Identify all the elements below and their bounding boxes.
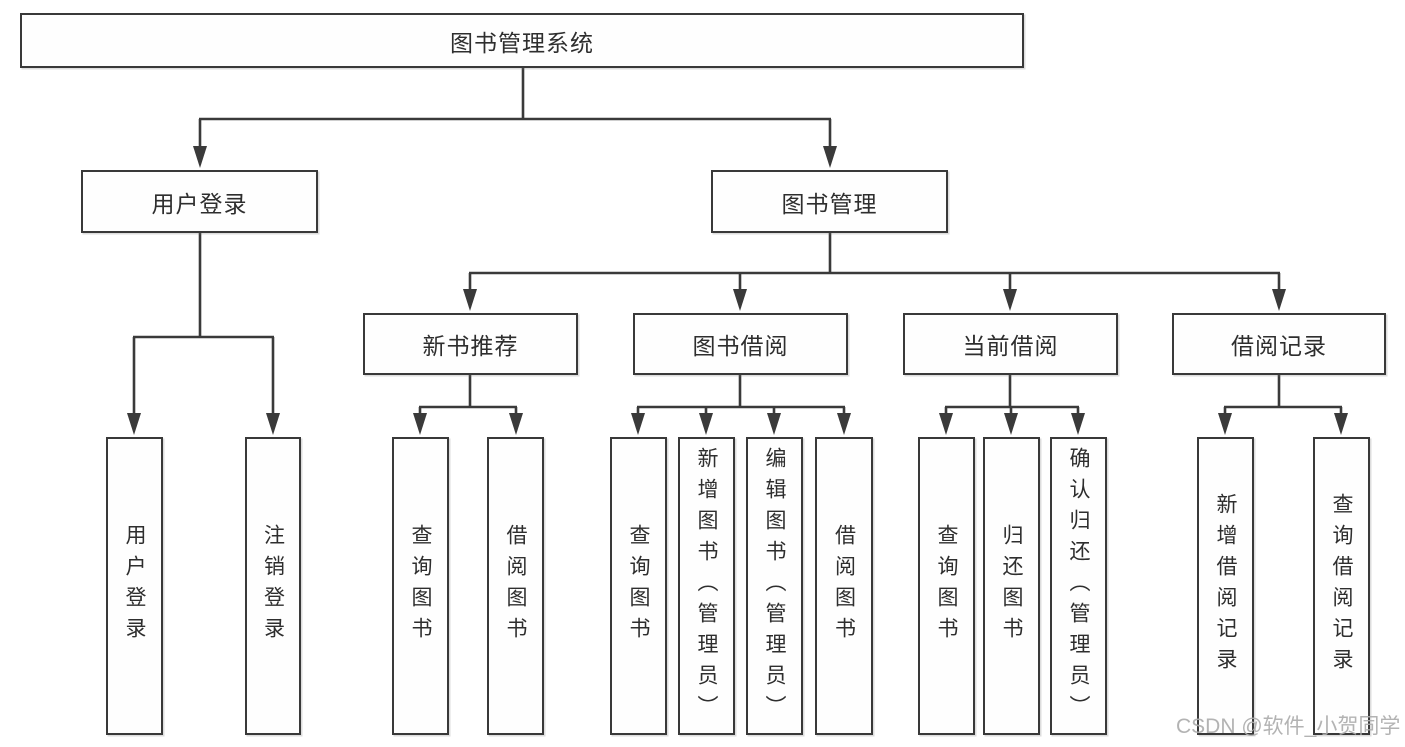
leaf-user-login: 用户登录 — [106, 437, 163, 735]
leaf-add-book-admin: 新增图书（管理员） — [678, 437, 735, 735]
connector-root-to-level2 — [193, 68, 837, 168]
connector-borrow-records-to-leaves — [1218, 375, 1348, 435]
node-new-book-recommend: 新书推荐 — [363, 313, 578, 375]
node-book-management-label: 图书管理 — [781, 190, 878, 217]
node-user-login: 用户登录 — [81, 170, 318, 233]
node-root: 图书管理系统 — [20, 13, 1024, 68]
leaf-add-book-admin-label: 新增图书（管理员） — [695, 446, 718, 726]
connector-user-login-to-leaves — [127, 233, 280, 435]
leaf-return-book-label: 归还图书 — [1000, 524, 1023, 648]
leaf-query-books-borrow: 查询图书 — [610, 437, 667, 735]
leaf-borrow-books-recommend: 借阅图书 — [487, 437, 544, 735]
leaf-query-books-recommend-label: 查询图书 — [409, 524, 432, 648]
node-borrow-records: 借阅记录 — [1172, 313, 1386, 375]
leaf-user-login-label: 用户登录 — [123, 524, 146, 648]
leaf-borrow-books-borrow: 借阅图书 — [815, 437, 873, 735]
leaf-borrow-books-recommend-label: 借阅图书 — [504, 524, 527, 648]
leaf-borrow-books-borrow-label: 借阅图书 — [832, 524, 856, 648]
leaf-query-books-recommend: 查询图书 — [392, 437, 449, 735]
connector-new-book-recommend-to-leaves — [413, 375, 523, 435]
node-new-book-recommend-label: 新书推荐 — [422, 333, 519, 359]
node-book-borrow-label: 图书借阅 — [692, 333, 789, 359]
leaf-logout-label: 注销登录 — [261, 524, 285, 648]
leaf-edit-book-admin-label: 编辑图书（管理员） — [763, 446, 786, 726]
leaf-logout: 注销登录 — [245, 437, 301, 735]
node-book-management: 图书管理 — [711, 170, 948, 233]
leaf-edit-book-admin: 编辑图书（管理员） — [746, 437, 803, 735]
node-borrow-records-label: 借阅记录 — [1231, 333, 1327, 359]
node-user-login-label: 用户登录 — [151, 190, 248, 217]
leaf-query-borrow-record-label: 查询借阅记录 — [1330, 493, 1353, 679]
csdn-watermark: CSDN @软件_小贺同学 — [1176, 715, 1401, 738]
connector-current-borrow-to-leaves — [939, 375, 1085, 435]
leaf-confirm-return-admin: 确认归还（管理员） — [1050, 437, 1107, 735]
node-current-borrow-label: 当前借阅 — [962, 333, 1059, 359]
leaf-add-borrow-record: 新增借阅记录 — [1197, 437, 1254, 735]
node-current-borrow: 当前借阅 — [903, 313, 1118, 375]
connector-book-borrow-to-leaves — [631, 375, 851, 435]
node-root-label: 图书管理系统 — [450, 29, 594, 56]
leaf-query-books-borrow-label: 查询图书 — [627, 524, 650, 648]
leaf-query-books-current: 查询图书 — [918, 437, 975, 735]
connector-book-management-to-level3 — [463, 233, 1286, 311]
leaf-query-books-current-label: 查询图书 — [935, 524, 958, 648]
leaf-return-book: 归还图书 — [983, 437, 1040, 735]
node-book-borrow: 图书借阅 — [633, 313, 848, 375]
leaf-add-borrow-record-label: 新增借阅记录 — [1214, 493, 1237, 679]
leaf-query-borrow-record: 查询借阅记录 — [1313, 437, 1370, 735]
leaf-confirm-return-admin-label: 确认归还（管理员） — [1067, 446, 1090, 726]
